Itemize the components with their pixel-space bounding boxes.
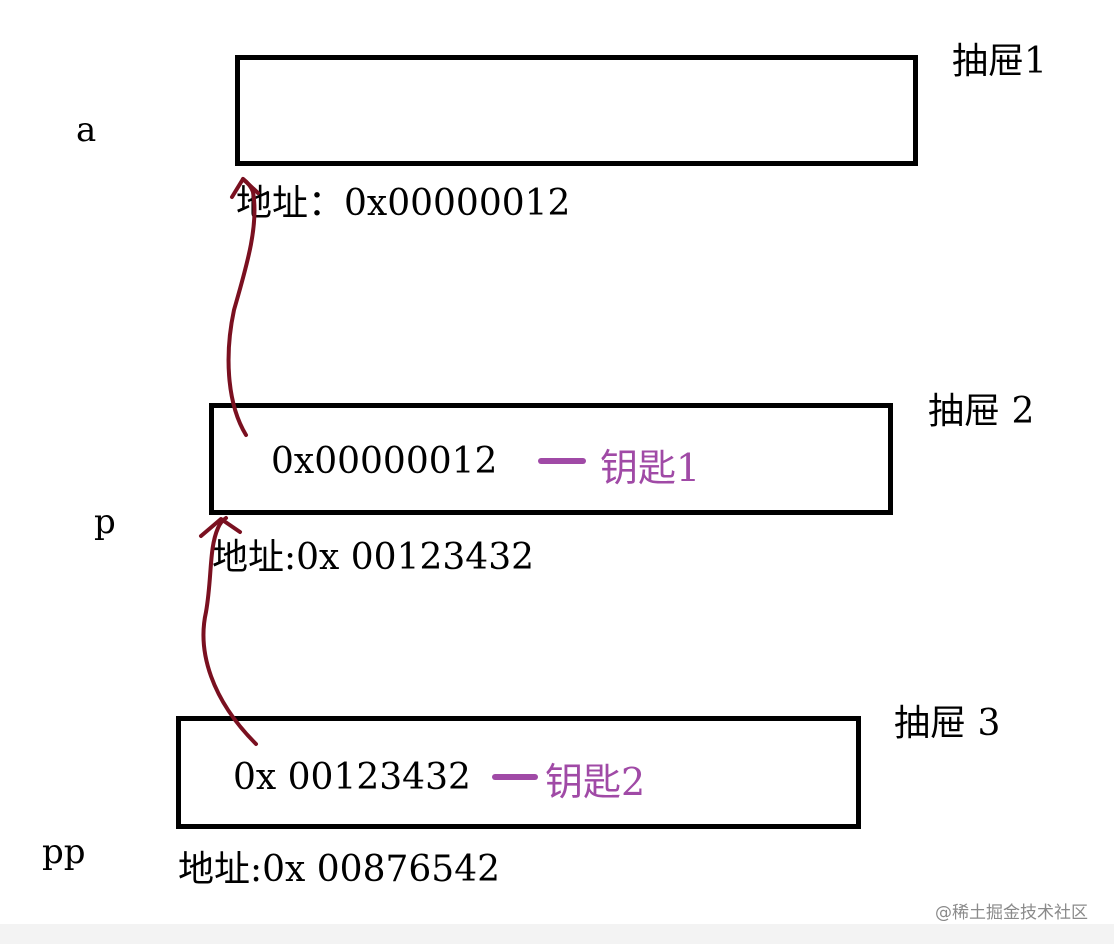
drawer-1-box	[235, 55, 918, 166]
key-2-dash	[492, 774, 538, 780]
drawer-2-content: 0x00000012	[271, 441, 498, 482]
drawer-3-key-label: 钥匙2	[545, 760, 646, 804]
drawer-1-variable: a	[76, 110, 97, 150]
drawer-3-content: 0x 00123432	[233, 757, 471, 798]
drawer-3-box	[176, 716, 861, 829]
drawer-2-box	[209, 403, 893, 515]
drawer-2-address: 地址:0x 00123432	[212, 537, 535, 578]
watermark: @稀土掘金技术社区	[935, 903, 1088, 923]
drawer-3-title: 抽屉 3	[894, 703, 1001, 744]
arrow-p-to-a	[226, 177, 257, 437]
drawer-2-title: 抽屉 2	[928, 391, 1035, 432]
drawer-3-address: 地址:0x 00876542	[178, 849, 501, 890]
arrowhead-icon	[230, 177, 260, 199]
arrowhead-icon	[199, 517, 242, 538]
footer-bar	[0, 924, 1114, 944]
drawer-3-variable: pp	[42, 832, 86, 872]
drawer-2-key-label: 钥匙1	[600, 446, 701, 490]
drawer-2-variable: p	[94, 502, 116, 542]
drawer-1-title: 抽屉1	[952, 41, 1047, 82]
key-1-dash	[538, 458, 586, 464]
arrow-pp-to-p	[201, 516, 258, 746]
drawer-1-address: 地址：0x00000012	[236, 183, 571, 224]
